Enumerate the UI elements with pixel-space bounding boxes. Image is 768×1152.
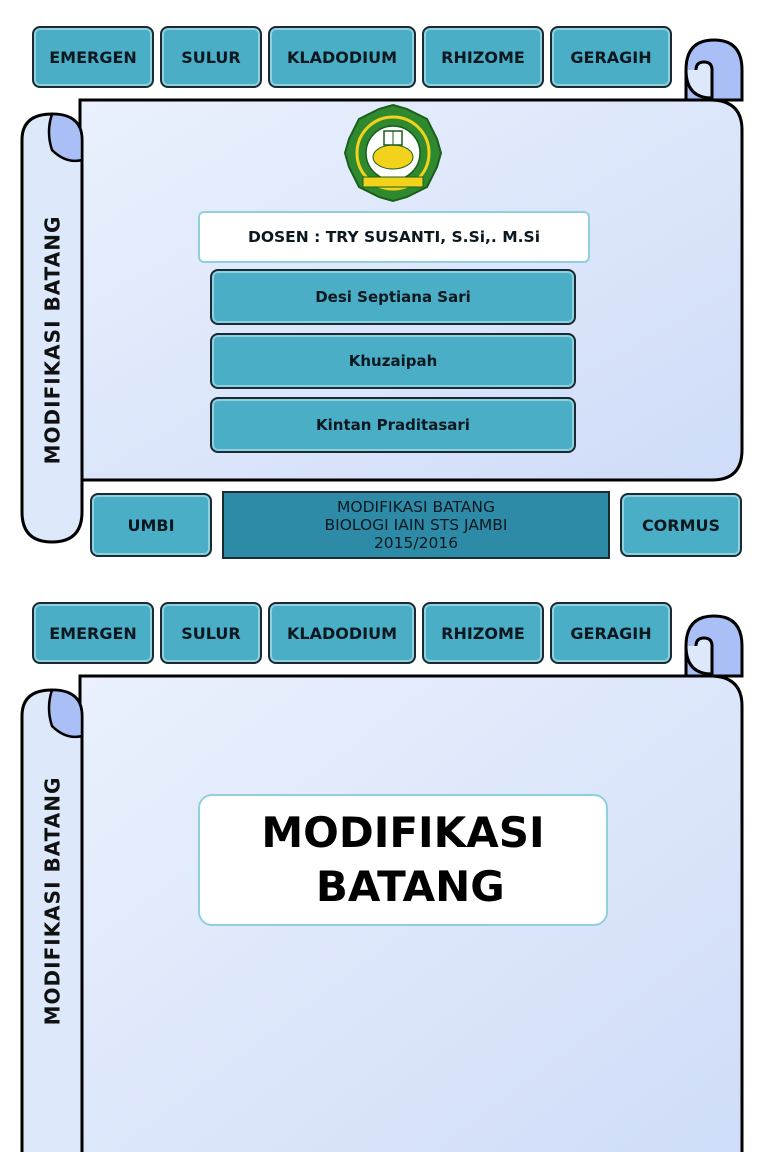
nav-rhizome-button[interactable]: RHIZOME (422, 602, 544, 664)
nav-sulur-button[interactable]: SULUR (160, 26, 262, 88)
nav-kladodium-button[interactable]: KLADODIUM (268, 26, 416, 88)
main-title-line-1: MODIFIKASI (261, 808, 545, 857)
side-title: MODIFIKASI BATANG (40, 776, 65, 1026)
nav-emergen-button[interactable]: EMERGEN (32, 26, 154, 88)
nav-geragih-button[interactable]: GERAGIH (550, 602, 672, 664)
main-title-card: MODIFIKASI BATANG (198, 794, 608, 926)
lecturer-label: DOSEN : TRY SUSANTI, S.Si,. M.Si (198, 211, 590, 263)
slide-2: EMERGEN SULUR KLADODIUM RHIZOME GERAGIH … (0, 576, 768, 1152)
institution-logo-icon (343, 103, 443, 203)
footer-line-1: MODIFIKASI BATANG (337, 498, 495, 516)
side-title: MODIFIKASI BATANG (40, 215, 65, 465)
footer-line-3: 2015/2016 (373, 534, 459, 552)
slide-1: EMERGEN SULUR KLADODIUM RHIZOME GERAGIH … (20, 26, 744, 559)
nav-kladodium-button[interactable]: KLADODIUM (268, 602, 416, 664)
main-title-line-2: BATANG (301, 862, 505, 911)
member-button-desi[interactable]: Desi Septiana Sari (210, 269, 576, 325)
member-button-kintan[interactable]: Kintan Praditasari (210, 397, 576, 453)
nav-emergen-button[interactable]: EMERGEN (32, 602, 154, 664)
nav-umbi-button[interactable]: UMBI (90, 493, 212, 557)
footer-line-2: BIOLOGI IAIN STS JAMBI (324, 516, 508, 534)
nav-rhizome-button[interactable]: RHIZOME (422, 26, 544, 88)
member-button-khuzaipah[interactable]: Khuzaipah (210, 333, 576, 389)
nav-cormus-button[interactable]: CORMUS (620, 493, 742, 557)
footer-banner: MODIFIKASI BATANG BIOLOGI IAIN STS JAMBI… (222, 491, 610, 559)
nav-sulur-button[interactable]: SULUR (160, 602, 262, 664)
nav-geragih-button[interactable]: GERAGIH (550, 26, 672, 88)
